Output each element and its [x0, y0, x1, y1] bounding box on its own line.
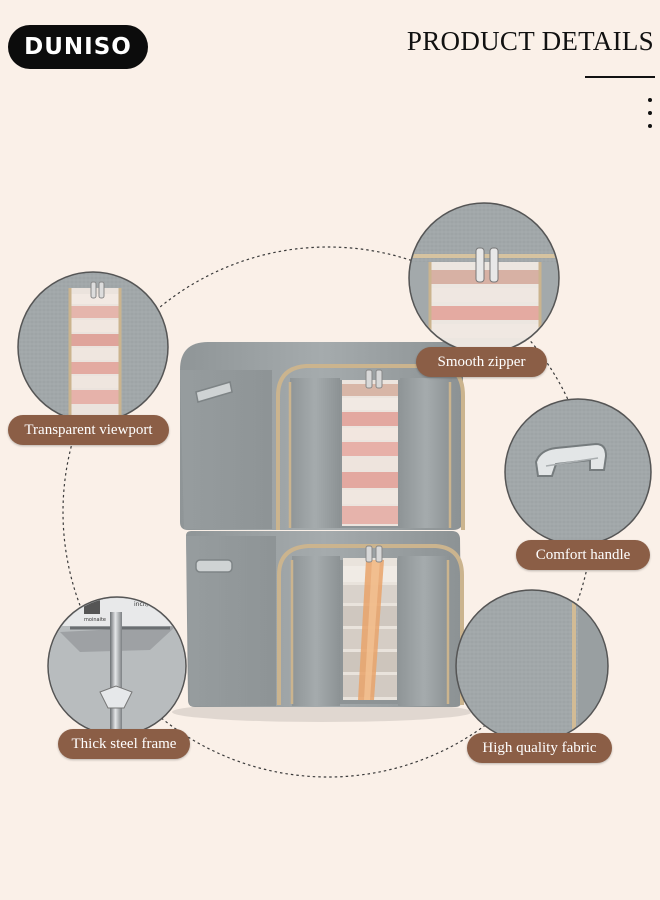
steel-frame-closeup: moinaite inch/mm	[47, 596, 187, 736]
viewport-closeup	[17, 271, 169, 423]
handle-closeup	[504, 398, 652, 546]
page-title: PRODUCT DETAILS	[406, 26, 654, 56]
feature-label-comfort-handle: Comfort handle	[516, 540, 650, 570]
fabric-closeup	[455, 589, 609, 743]
feature-label-smooth-zipper: Smooth zipper	[416, 347, 547, 377]
feature-label-thick-steel-frame: Thick steel frame	[58, 729, 190, 759]
brand-logo-text: DUNISO	[24, 34, 132, 60]
title-underline	[585, 76, 655, 78]
feature-label-transparent-viewport: Transparent viewport	[8, 415, 169, 445]
svg-text:moinaite: moinaite	[84, 617, 106, 623]
brand-logo: DUNISO	[8, 25, 148, 69]
zipper-closeup	[408, 202, 560, 354]
feature-label-high-quality-fabric: High quality fabric	[467, 733, 612, 763]
storage-box-stack	[172, 342, 472, 722]
vertical-dots-icon	[646, 98, 654, 137]
